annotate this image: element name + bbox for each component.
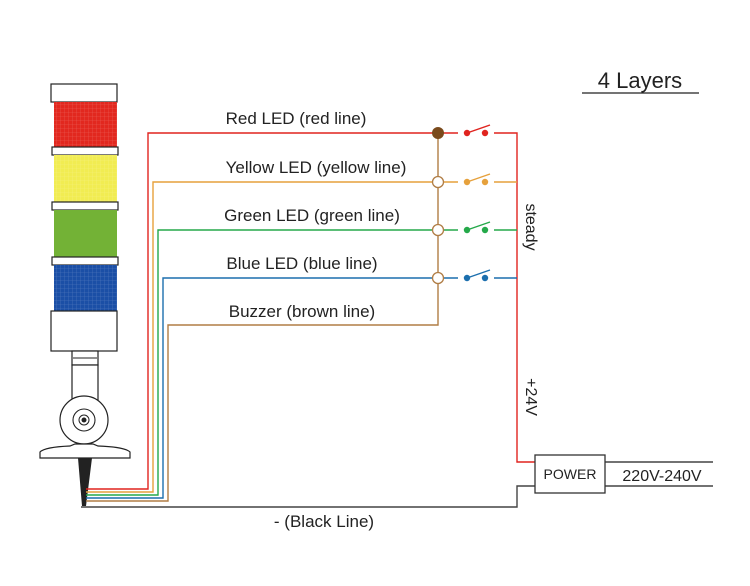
junction-dot xyxy=(431,223,445,237)
tower-top-cap xyxy=(50,83,118,103)
green-wire xyxy=(86,229,517,496)
red-switch xyxy=(458,124,494,139)
power-box xyxy=(534,454,606,494)
mains-voltage-label: 220V-240V xyxy=(622,468,702,485)
separator-ring xyxy=(51,256,119,266)
green-switch xyxy=(458,221,494,236)
yellow-wire xyxy=(86,181,517,493)
cable xyxy=(78,458,92,506)
black-wire xyxy=(81,485,535,508)
separator-ring xyxy=(51,146,119,156)
blue-switch xyxy=(458,269,494,284)
junction-dot xyxy=(432,127,444,139)
blue-wire-label: Blue LED (blue line) xyxy=(226,254,377,273)
tower-light xyxy=(39,83,131,506)
black-wire-label: - (Black Line) xyxy=(274,512,374,531)
mount-base xyxy=(39,443,131,459)
separator-ring xyxy=(51,201,119,211)
red-wire-label: Red LED (red line) xyxy=(226,109,367,128)
steady-label: steady xyxy=(522,203,539,250)
buzzer-wire-label: Buzzer (brown line) xyxy=(229,302,375,321)
junction-dot xyxy=(431,271,445,285)
green-wire-label: Green LED (green line) xyxy=(224,206,400,225)
plus-24v-label: +24V xyxy=(522,378,539,416)
green-lamp xyxy=(54,210,117,257)
buzzer-module xyxy=(50,310,118,352)
power-box-label: POWER xyxy=(544,466,597,482)
yellow-switch xyxy=(458,173,494,188)
yellow-wire-label: Yellow LED (yellow line) xyxy=(226,158,407,177)
red-wire xyxy=(86,132,535,490)
blue-wire xyxy=(86,277,517,499)
junction-dot xyxy=(431,175,445,189)
title: 4 Layers xyxy=(598,68,682,93)
brown-wire xyxy=(86,133,439,502)
